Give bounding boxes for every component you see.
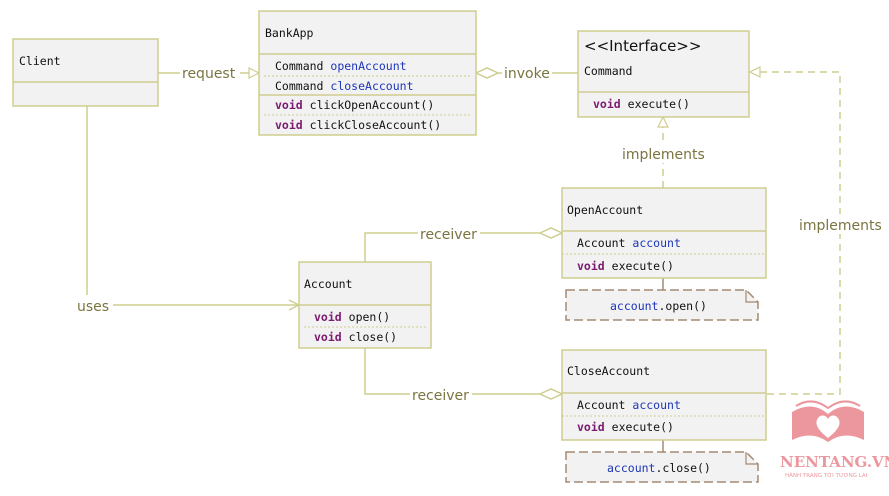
note-open: account.open() xyxy=(565,289,759,321)
bankapp-field-0: Command openAccount xyxy=(275,59,407,73)
note-close-text: account.close() xyxy=(607,461,711,475)
closeaccount-field-0: Account account xyxy=(577,398,681,412)
interface-command: <<Interface>> Command void execute() xyxy=(577,30,750,118)
class-closeaccount: CloseAccount Account account void execut… xyxy=(561,349,767,441)
note-close: account.close() xyxy=(565,451,759,483)
uses-label: uses xyxy=(77,299,109,315)
openaccount-method-0: void execute() xyxy=(577,259,674,273)
receiver-open-diamond xyxy=(538,227,564,239)
openaccount-field-0: Account account xyxy=(577,236,681,250)
heart-icon xyxy=(816,415,840,438)
openaccount-title: OpenAccount xyxy=(567,203,643,217)
closeaccount-title: CloseAccount xyxy=(567,364,650,378)
class-account: Account void open() void close() xyxy=(298,261,432,349)
account-method-1: void close() xyxy=(314,330,397,344)
logo-name: NENTANG.VN xyxy=(780,453,889,471)
receiver-open-line xyxy=(364,232,540,262)
logo-tagline: HÀNH TRANG TỚI TƯƠNG LAI xyxy=(785,472,868,479)
note-open-text: account.open() xyxy=(610,299,707,313)
account-title: Account xyxy=(304,277,352,291)
bankapp-field-1: Command closeAccount xyxy=(275,79,414,93)
receiver-close-diamond xyxy=(538,388,564,400)
invoke-diamond xyxy=(474,67,500,79)
nentang-logo: NENTANG.VN HÀNH TRANG TỚI TƯƠNG LAI xyxy=(780,400,889,479)
implements-open-label: implements xyxy=(622,147,705,163)
class-client: Client xyxy=(12,38,159,107)
request-label: request xyxy=(182,66,236,82)
closeaccount-method-0: void execute() xyxy=(577,420,674,434)
uses-line xyxy=(86,106,299,305)
client-title: Client xyxy=(19,54,61,68)
bankapp-method-0: void clickOpenAccount() xyxy=(275,98,434,112)
invoke-label: invoke xyxy=(504,66,550,82)
bankapp-title: BankApp xyxy=(265,26,314,40)
account-method-0: void open() xyxy=(314,310,390,324)
receiver-close-label: receiver xyxy=(412,388,469,404)
command-stereotype: <<Interface>> xyxy=(584,37,701,55)
class-openaccount: OpenAccount Account account void execute… xyxy=(561,187,767,279)
receiver-open-label: receiver xyxy=(420,227,477,243)
command-method-0: void execute() xyxy=(593,97,690,111)
bankapp-method-1: void clickCloseAccount() xyxy=(275,118,441,132)
command-title: Command xyxy=(584,64,632,78)
implements-close-label: implements xyxy=(799,218,882,234)
class-bankapp: BankApp Command openAccount Command clos… xyxy=(258,10,477,136)
receiver-close-line xyxy=(364,348,540,395)
